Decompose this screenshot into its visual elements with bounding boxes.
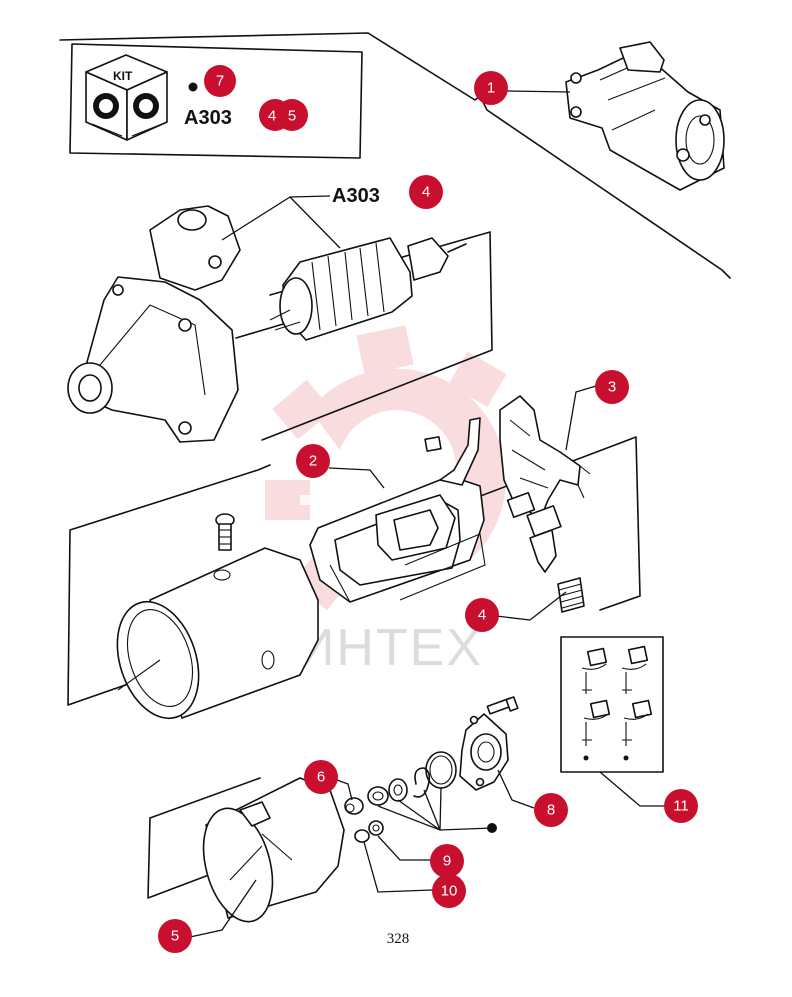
svg-text:5: 5 bbox=[288, 108, 296, 125]
svg-text:5: 5 bbox=[171, 928, 179, 945]
yoke-screw bbox=[215, 513, 235, 551]
page-number: 328 bbox=[387, 931, 410, 947]
callout-kit-5[interactable]: 5 bbox=[276, 99, 308, 131]
brush-holder bbox=[499, 395, 591, 613]
callout-9[interactable]: 9 bbox=[430, 844, 464, 878]
kit-box: KIT A303 bbox=[69, 43, 363, 159]
kit-label: KIT bbox=[113, 69, 133, 83]
callout-1[interactable]: 1 bbox=[474, 71, 508, 105]
field-coils bbox=[309, 417, 486, 603]
watermark-text: ИНТЕХ bbox=[297, 619, 483, 677]
brush-kit-box bbox=[560, 636, 664, 773]
svg-text:6: 6 bbox=[317, 769, 325, 786]
brush-pair bbox=[581, 645, 653, 761]
kit-bullet bbox=[188, 82, 198, 92]
callout-lines bbox=[189, 90, 664, 938]
svg-text:4: 4 bbox=[478, 607, 486, 624]
svg-text:4: 4 bbox=[268, 108, 276, 125]
callout-5[interactable]: 5 bbox=[158, 919, 192, 953]
callout-11[interactable]: 11 bbox=[664, 789, 698, 823]
end-cap bbox=[202, 777, 345, 923]
svg-text:10: 10 bbox=[441, 883, 458, 900]
callout-6[interactable]: 6 bbox=[304, 760, 338, 794]
callout-2[interactable]: 2 bbox=[296, 444, 330, 478]
svg-text:9: 9 bbox=[443, 853, 451, 870]
yoke-housing bbox=[116, 547, 319, 720]
callout-4-armature[interactable]: 4 bbox=[409, 175, 443, 209]
armature-code: A303 bbox=[332, 185, 380, 207]
armature-code-line bbox=[221, 195, 331, 241]
callout-7[interactable]: 7 bbox=[204, 65, 236, 97]
starter-assembly bbox=[565, 41, 725, 191]
callout-3[interactable]: 3 bbox=[595, 370, 629, 404]
svg-text:2: 2 bbox=[309, 453, 317, 470]
bearing-plate bbox=[459, 696, 519, 791]
svg-text:3: 3 bbox=[608, 379, 616, 396]
callout-8[interactable]: 8 bbox=[534, 793, 568, 827]
brush-spring bbox=[557, 577, 585, 613]
kit-cube-icon bbox=[85, 54, 168, 141]
drive-end-housing bbox=[67, 205, 291, 443]
svg-text:8: 8 bbox=[547, 802, 555, 819]
svg-text:11: 11 bbox=[673, 798, 689, 815]
washers bbox=[354, 751, 457, 843]
callout-10[interactable]: 10 bbox=[432, 874, 466, 908]
callout-4-brush[interactable]: 4 bbox=[465, 598, 499, 632]
svg-text:4: 4 bbox=[422, 184, 430, 201]
armature bbox=[269, 237, 467, 341]
bushing bbox=[344, 797, 364, 815]
frame-endcap bbox=[147, 777, 261, 899]
svg-text:1: 1 bbox=[487, 80, 495, 97]
washer-lines bbox=[377, 787, 497, 833]
kit-code: A303 bbox=[184, 107, 232, 129]
svg-text:7: 7 bbox=[216, 73, 224, 90]
